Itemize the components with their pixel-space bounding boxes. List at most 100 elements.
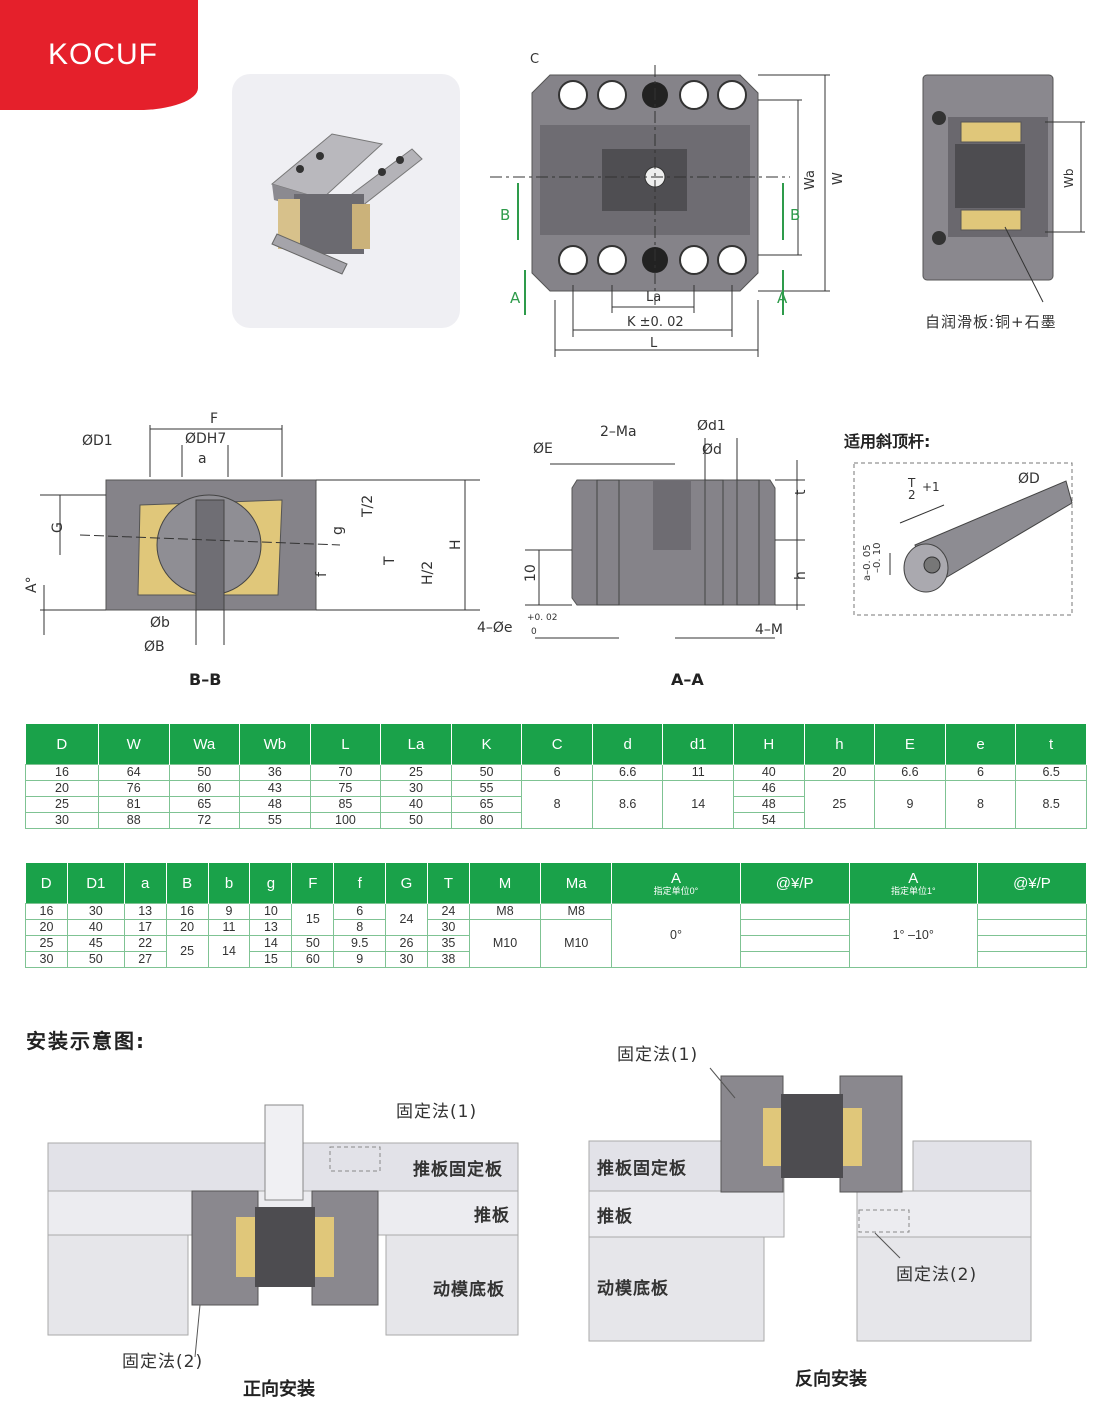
table2-cell: 11: [207, 919, 251, 936]
table2-cell: 14: [207, 935, 251, 968]
table2-cell: [739, 951, 850, 968]
table1-cell: 72: [168, 812, 241, 829]
brand-logo: KOCUF: [0, 0, 198, 110]
table1-cell: 85: [309, 796, 382, 813]
label-h-half: H/2: [420, 561, 436, 585]
label-b-left: B: [500, 206, 510, 224]
table1-cell: 20: [25, 780, 99, 797]
table2-cell: 27: [123, 951, 167, 968]
table2-header: F: [291, 863, 335, 904]
table2-cell: 9: [207, 903, 251, 920]
table2-cell: 0°: [611, 903, 741, 968]
label-t-aa: t: [793, 489, 809, 495]
table2-header: T: [427, 863, 470, 904]
table2-cell: 38: [426, 951, 470, 968]
table1-cell: 6.5: [1015, 764, 1087, 781]
label-wb: Wb: [1062, 169, 1076, 188]
table2-cell: 8: [333, 919, 387, 936]
table2-cell: 30: [426, 919, 470, 936]
table1-cell: 25: [380, 764, 452, 781]
table2-cell: M10: [468, 919, 542, 968]
table2-cell: 20: [25, 919, 68, 936]
table2-cell: [739, 919, 850, 936]
label-t: T: [382, 556, 398, 566]
reverse-plate-fix: 推板固定板: [597, 1158, 687, 1179]
table1-cell: 81: [97, 796, 170, 813]
label-d-aa: Ød: [702, 442, 722, 458]
table1-cell: 80: [450, 812, 523, 829]
label-t2-den: 2: [908, 488, 916, 502]
table2-cell: 10: [249, 903, 293, 920]
table2-cell: 15: [291, 903, 335, 936]
table1-cell: 40: [380, 796, 452, 813]
table2-cell: 16: [25, 903, 68, 920]
table2-header: M: [469, 863, 542, 904]
table1-cell: 6.6: [591, 764, 664, 781]
table1-cell: 11: [662, 764, 735, 781]
ejector-drawing: 适用斜顶杆: T 2 +1 ØD a–0. 05 –0. 10: [844, 432, 1073, 616]
table1-cell: 70: [309, 764, 382, 781]
table2-header: Ma: [540, 863, 613, 904]
table1-header: Wb: [239, 724, 311, 765]
table2-header: D: [25, 863, 68, 904]
table2-cell: 24: [426, 903, 470, 920]
table1-header: d1: [662, 724, 735, 765]
label-e-tol-lower: 0: [531, 627, 537, 637]
table2-cell: 30: [66, 903, 125, 920]
table2-cell: M8: [468, 903, 542, 920]
label-b-upper: ØB: [144, 639, 165, 655]
table2-cell: [976, 919, 1088, 936]
reverse-plate-base: 动模底板: [597, 1278, 669, 1299]
table1-cell: 100: [309, 812, 382, 829]
table1-cell: 76: [97, 780, 170, 797]
table1-header: L: [310, 724, 382, 765]
table2-cell: [739, 903, 850, 920]
table1-header: E: [874, 724, 946, 765]
table2-cell: 30: [25, 951, 68, 968]
label-tol: a–0. 05: [862, 544, 873, 581]
table1-cell: 30: [25, 812, 99, 829]
table2-cell: [976, 903, 1088, 920]
label-k: K ±0. 02: [627, 315, 684, 330]
table1-cell: 46: [733, 780, 805, 797]
table2-cell: 50: [291, 935, 335, 952]
table1-header: C: [521, 724, 593, 765]
label-ma: 2–Ma: [600, 424, 637, 440]
table1-cell: 50: [450, 764, 523, 781]
reverse-caption: 反向安装: [795, 1368, 867, 1390]
section-aa-drawing: ØE 2–Ma Ød1 Ød t 10 h 4–Øe 4–M +0. 02 0 …: [477, 420, 809, 689]
material-note: 自润滑板:铜+石墨: [925, 313, 1057, 331]
table1-header: e: [945, 724, 1017, 765]
table1-cell: 50: [168, 764, 241, 781]
label-a-deg: A°: [24, 576, 40, 593]
table2-header: b: [208, 863, 251, 904]
table2-cell: 13: [249, 919, 293, 936]
table1-cell: 75: [309, 780, 382, 797]
label-wa: Wa: [803, 170, 818, 190]
table1-header: Wa: [169, 724, 241, 765]
label-e-upper: ØE: [533, 441, 553, 457]
section-aa-caption: A–A: [671, 670, 704, 689]
label-t2: T: [907, 476, 916, 490]
label-b-right: B: [790, 206, 800, 224]
table1-cell: 14: [662, 780, 735, 829]
table2-header: f: [333, 863, 387, 904]
label-g-lower: g: [330, 526, 346, 535]
table2-header: G: [385, 863, 428, 904]
table1-cell: 8: [521, 780, 593, 829]
label-d1: ØD1: [82, 433, 113, 449]
table1-cell: 48: [733, 796, 805, 813]
table1-cell: 8: [944, 780, 1017, 829]
table2-cell: [976, 951, 1088, 968]
forward-install-drawing: 固定法(1) 推板固定板 推板 动模底板 固定法(2) 正向安装: [47, 1102, 519, 1400]
table1-cell: 48: [239, 796, 311, 813]
table2-cell: 22: [123, 935, 167, 952]
table2-cell: 30: [385, 951, 428, 968]
label-d1-aa: Ød1: [697, 420, 726, 434]
table2-cell: 17: [123, 919, 167, 936]
